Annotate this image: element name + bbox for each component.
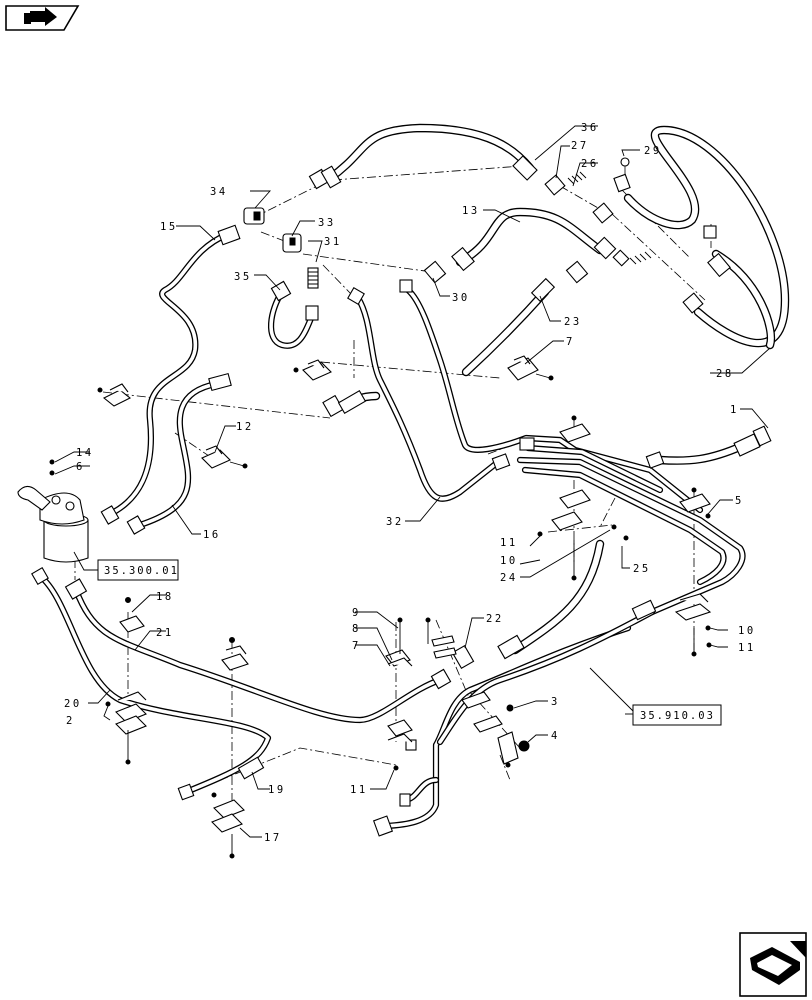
callout-3: 3 [551,696,560,708]
callout-7-lower: 7 [352,640,361,652]
pipe-bundle-b [521,466,727,586]
next-page-icon[interactable] [739,932,807,997]
callout-25: 25 [633,563,651,575]
callout-2: 2 [66,715,75,727]
callout-7-upper: 7 [566,336,575,348]
pipe-bundle-a [516,456,746,616]
pipe-21 [72,586,444,724]
pipe-16 [136,380,220,529]
pipe-lower-long [382,608,656,830]
callout-34: 34 [210,186,228,198]
callout-26: 26 [581,158,599,170]
pipe-32 [354,294,502,502]
callout-11-lower: 11 [350,784,368,796]
callout-14: 14 [76,447,94,459]
callout-30: 30 [452,292,470,304]
callout-32: 32 [386,516,404,528]
callout-22: 22 [486,613,504,625]
callout-17: 17 [264,832,282,844]
reference-harness-label: 35.910.03 [640,710,715,722]
callout-8: 8 [352,623,361,635]
callout-20: 20 [64,698,82,710]
reference-filter-label: 35.300.01 [104,565,179,577]
clamps [102,355,712,833]
callout-12: 12 [236,421,254,433]
assembly-centerlines [74,165,712,825]
reference-box-filter[interactable]: 35.300.01 [73,551,179,581]
callout-1: 1 [730,404,739,416]
callout-6: 6 [76,461,85,473]
callout-35: 35 [234,271,252,283]
hose-28 [623,125,790,350]
leader-lines [54,125,771,838]
reference-box-harness[interactable]: 35.910.03 [625,704,722,726]
callout-10-right: 10 [738,625,756,637]
pipe-bundle-c [524,444,664,494]
callout-13: 13 [462,205,480,217]
pipe-15 [104,230,232,519]
callout-18: 18 [156,591,174,603]
callout-5: 5 [735,495,744,507]
callout-31: 31 [324,236,342,248]
previous-page-icon[interactable] [5,5,80,31]
callout-9: 9 [352,607,361,619]
callout-27: 27 [571,140,589,152]
callout-28: 28 [716,368,734,380]
hose-23 [461,287,550,377]
callout-29: 29 [644,145,662,157]
callout-15: 15 [160,221,178,233]
callout-10-mid: 10 [500,555,518,567]
callout-19: 19 [268,784,286,796]
callout-21: 21 [156,627,174,639]
callout-11-right: 11 [738,642,756,654]
oil-filter-assembly [17,485,89,563]
pipe-30 [404,286,704,514]
callout-33: 33 [318,217,336,229]
callout-36: 36 [581,122,599,134]
pipe-35 [267,288,316,349]
callout-11-mid: 11 [500,537,518,549]
hose-13 [455,207,605,267]
callout-4: 4 [551,730,560,742]
callout-labels: 36 27 26 29 34 13 15 33 31 35 30 23 7 28… [64,122,756,844]
hose-return-line [325,123,535,183]
callout-23: 23 [564,316,582,328]
callout-16: 16 [203,529,221,541]
hose-24 [510,539,605,655]
hose-1 [655,441,747,465]
callout-24: 24 [500,572,518,584]
